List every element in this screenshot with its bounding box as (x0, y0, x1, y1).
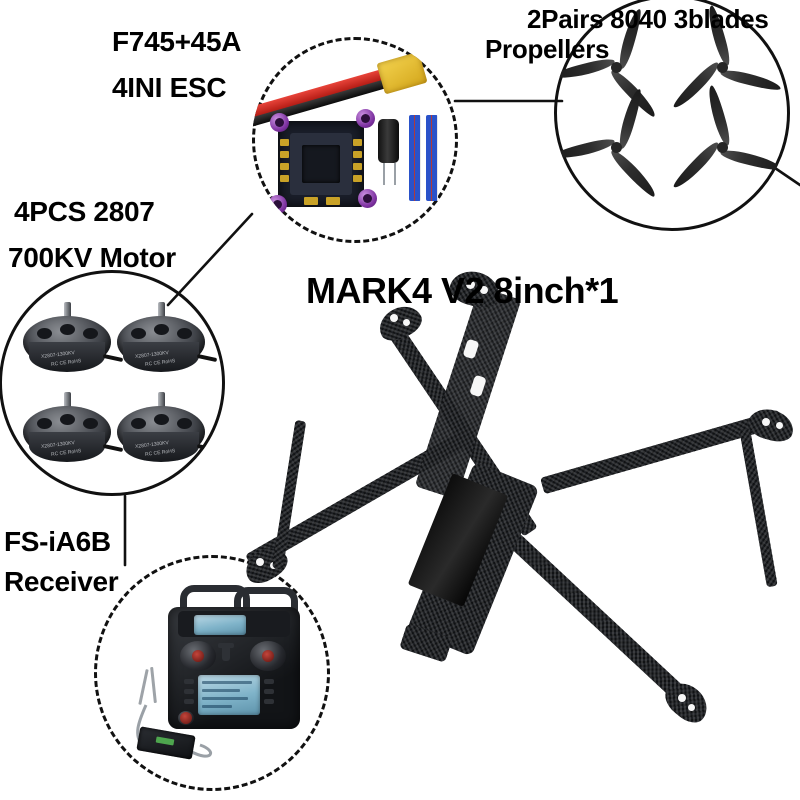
receiver-callout-circle (94, 555, 330, 791)
capacitor (378, 119, 399, 163)
receiver-label-line1: FS-iA6B (4, 526, 111, 557)
propellers-image (554, 0, 790, 231)
left-gimbal-stick (180, 641, 216, 671)
motors-label-line1: 4PCS 2807 (14, 196, 155, 227)
esc-label-line1: F745+45A (112, 26, 242, 57)
motors-image: X2807-1300KV RC CE RoHS X2807-1300KV RC … (0, 270, 225, 496)
propellers-label-line1: 2Pairs 8040 3blades (527, 4, 769, 34)
propellers-callout-circle (554, 0, 790, 231)
esc-component-image (252, 37, 458, 243)
page-title: MARK4 V2 8inch*1 (306, 270, 619, 311)
mark4-frame-image (239, 266, 800, 750)
esc-label-line2: 4INI ESC (112, 72, 227, 103)
motors-callout-circle (0, 270, 225, 496)
receiver-label-line2: Receiver (4, 566, 119, 597)
flight-controller-board (278, 121, 364, 207)
ribbon-cable (409, 115, 421, 201)
ribbon-cable-2 (426, 115, 438, 201)
motors-label-line2: 700KV Motor (8, 242, 176, 273)
propellers-label-line2: Propellers (485, 34, 610, 64)
receiver-image (94, 555, 330, 791)
esc-callout-circle (252, 37, 458, 243)
right-gimbal-stick (250, 641, 286, 671)
xt60-connector (376, 51, 428, 95)
